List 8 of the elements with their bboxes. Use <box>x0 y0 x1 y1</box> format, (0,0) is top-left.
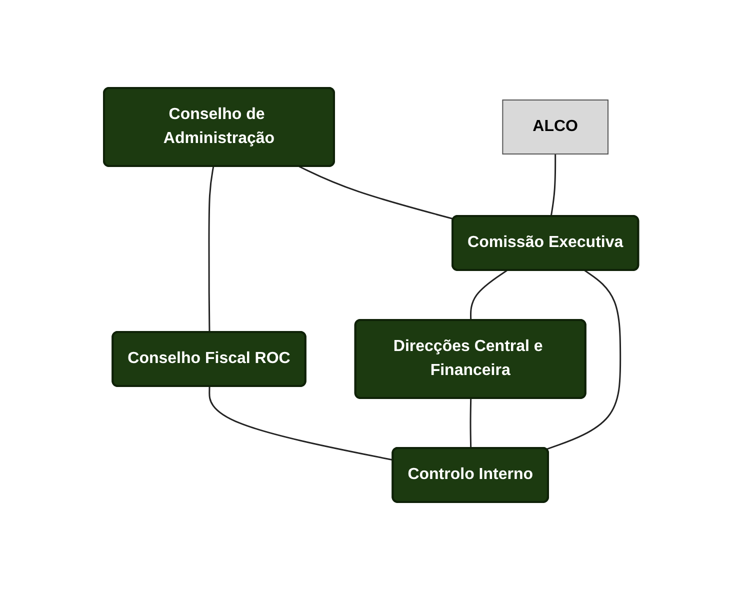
node-box: ALCO <box>502 99 608 154</box>
connector <box>546 269 621 450</box>
connector <box>550 154 556 216</box>
connector <box>298 165 454 220</box>
connector <box>470 398 472 448</box>
connector <box>208 386 394 460</box>
connector <box>208 166 214 332</box>
connector <box>470 269 508 320</box>
